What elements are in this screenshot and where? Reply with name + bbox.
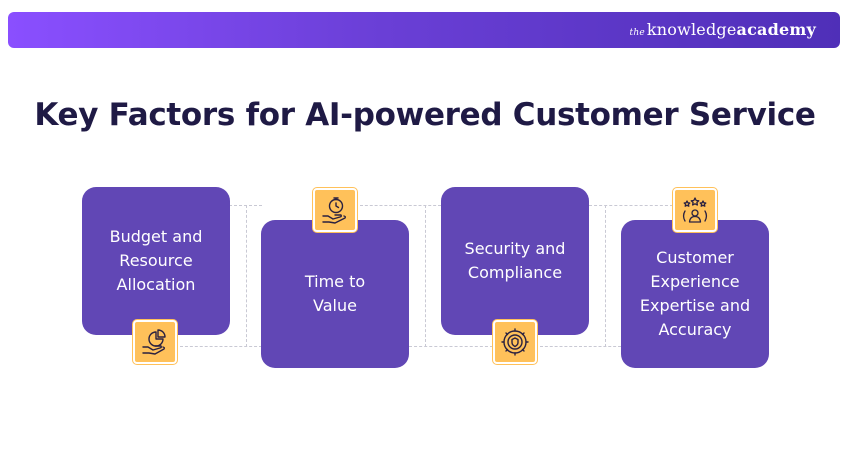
factor-card-time-to-value: Time to Value [261,220,409,368]
connector-1-bottom [180,346,262,347]
connector-2-bottom [409,346,493,347]
connector-3-top [589,205,673,206]
hand-pie-chart-icon [133,320,177,364]
connector-1-vertical [246,205,247,347]
brand-logo: the knowledge academy [630,20,817,39]
factor-card-budget: Budget and Resource Allocation [82,187,230,335]
connector-3-vertical [605,205,606,347]
connector-1-top [229,205,262,206]
header-banner: the knowledge academy [8,12,840,48]
customer-rating-icon [673,188,717,232]
connector-2-top [360,205,441,206]
security-gear-icon [493,320,537,364]
page-title: Key Factors for AI-powered Customer Serv… [34,97,816,133]
connector-2-vertical [425,205,426,347]
factor-card-security: Security and Compliance [441,187,589,335]
factor-card-customer-experience: Customer Experience Expertise and Accura… [621,220,769,368]
hand-stopwatch-icon [313,188,357,232]
brand-knowledge: knowledge [646,20,737,39]
brand-academy: academy [736,20,816,39]
connector-3-bottom [540,346,621,347]
brand-the: the [629,28,645,38]
